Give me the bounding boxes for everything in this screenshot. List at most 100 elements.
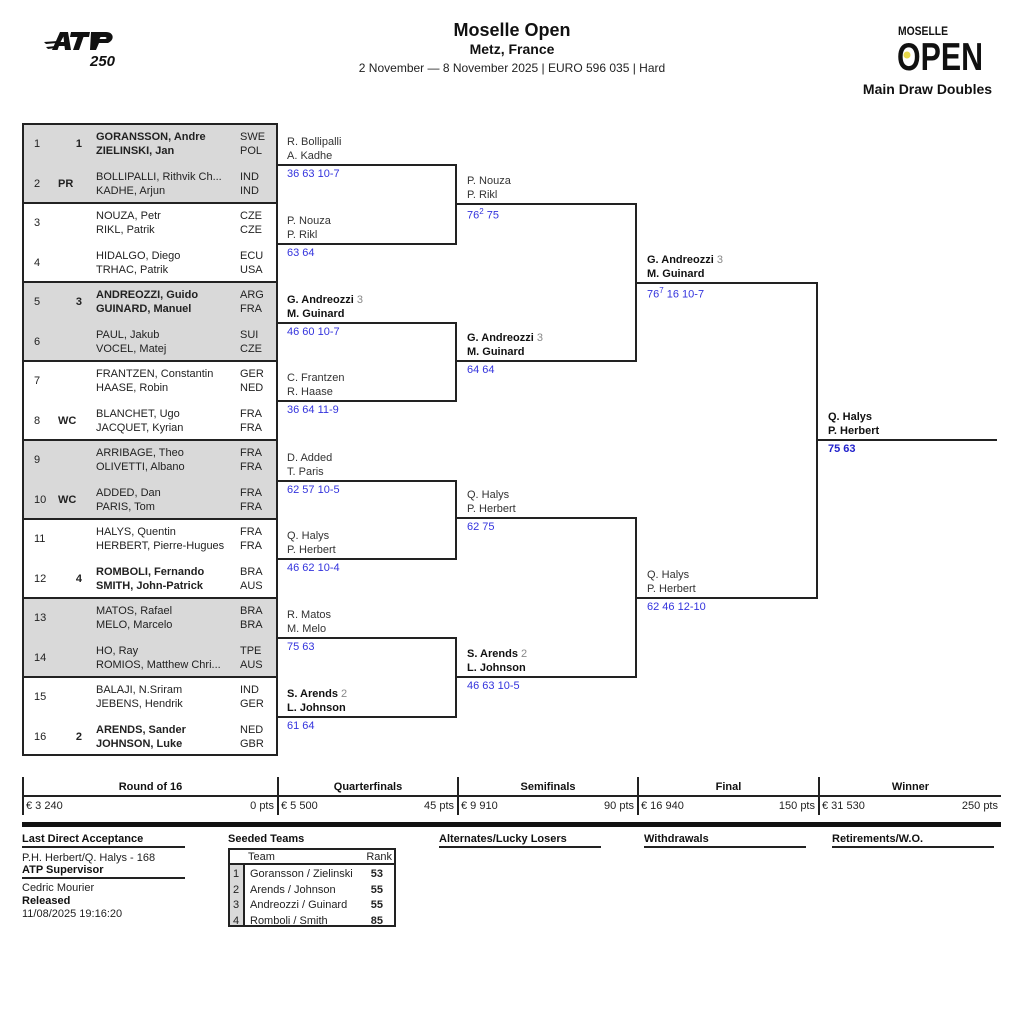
draw-position: 3 [34, 217, 41, 229]
bracket-player-name: M. Guinard [647, 268, 705, 280]
draw-position: 16 [34, 730, 47, 743]
bracket-player-name: S. Arends [467, 648, 518, 660]
entry-seed: WC [58, 493, 77, 506]
bracket-line [277, 243, 456, 245]
player-country: FRA [240, 526, 262, 538]
player-name: ROMBOLI, Fernando [96, 565, 205, 578]
draw-position: 8 [34, 414, 41, 427]
bracket-player: G. Andreozzi 3 [467, 331, 543, 345]
bracket-team[interactable]: Q. Halys P. Herbert [287, 529, 336, 557]
ranking-points-value: 90 pts [604, 800, 634, 812]
bracket-player-name: P. Herbert [287, 544, 336, 556]
moselle-open-logo: MOSELLE OPEN [895, 24, 985, 79]
entry-seed: WC [58, 414, 77, 427]
player-country: IND [240, 170, 259, 183]
prize-round-name: Semifinals [520, 781, 576, 793]
draw-position: 12 [34, 572, 47, 585]
player-country: SWE [240, 131, 266, 143]
player-name: OLIVETTI, Albano [96, 461, 185, 473]
bracket-player-name: R. Bollipalli [287, 136, 342, 148]
bracket-player-name: D. Added [287, 452, 333, 464]
player-name: PAUL, Jakub [96, 328, 160, 341]
player-country: ARG [240, 289, 264, 301]
score-sets: 46 63 10-5 [467, 680, 520, 692]
bracket-line [456, 360, 636, 362]
entry-seed: 1 [75, 138, 82, 150]
player-country: AUS [240, 658, 263, 671]
seeded-team-rank: 53 [370, 868, 383, 880]
draw-position: 15 [34, 691, 47, 703]
bracket-player-name: G. Andreozzi [467, 332, 534, 344]
bracket-player-name: Q. Halys [287, 530, 330, 542]
player-name: SMITH, John-Patrick [96, 579, 203, 592]
seeded-team-rank: 85 [370, 914, 383, 927]
score-sets: 62 75 [467, 521, 495, 533]
score-sets: 64 64 [467, 364, 495, 376]
draw-position: 10 [34, 493, 47, 506]
player-country: CZE [240, 224, 262, 236]
match-score: 762 75 [467, 207, 499, 222]
player-name: HALYS, Quentin [96, 526, 176, 538]
prize-money-value: € 3 240 [26, 800, 63, 812]
match-score: 75 63 [287, 641, 315, 653]
seeded-team-name: Romboli / Smith [250, 914, 328, 927]
player-name: ANDREOZZI, Guido [96, 289, 199, 301]
bracket-player-name: P. Rikl [287, 229, 318, 241]
player-name: JACQUET, Kyrian [96, 421, 184, 434]
atp-250-logo: 250 [44, 28, 120, 70]
prize-round-name: Final [715, 781, 742, 793]
seeded-team-name: Andreozzi / Guinard [250, 899, 348, 911]
tournament-info: 2 November — 8 November 2025 | EURO 596 … [358, 61, 666, 75]
seed-number: 3 [233, 899, 240, 911]
team-names: BOLLIPALLI, Rithvik Ch...KADHE, Arjun [96, 170, 236, 198]
player-country: FRA [240, 447, 262, 459]
bracket-line [636, 597, 817, 599]
released-value: 11/08/2025 19:16:20 [22, 908, 123, 920]
withdrawals-title: Withdrawals [644, 833, 806, 848]
bracket-line [456, 517, 636, 519]
ranking-points-value: 150 pts [778, 800, 815, 812]
draw-type-label: Main Draw Doubles [862, 81, 993, 97]
prize-round-name: Quarterfinals [333, 781, 403, 793]
